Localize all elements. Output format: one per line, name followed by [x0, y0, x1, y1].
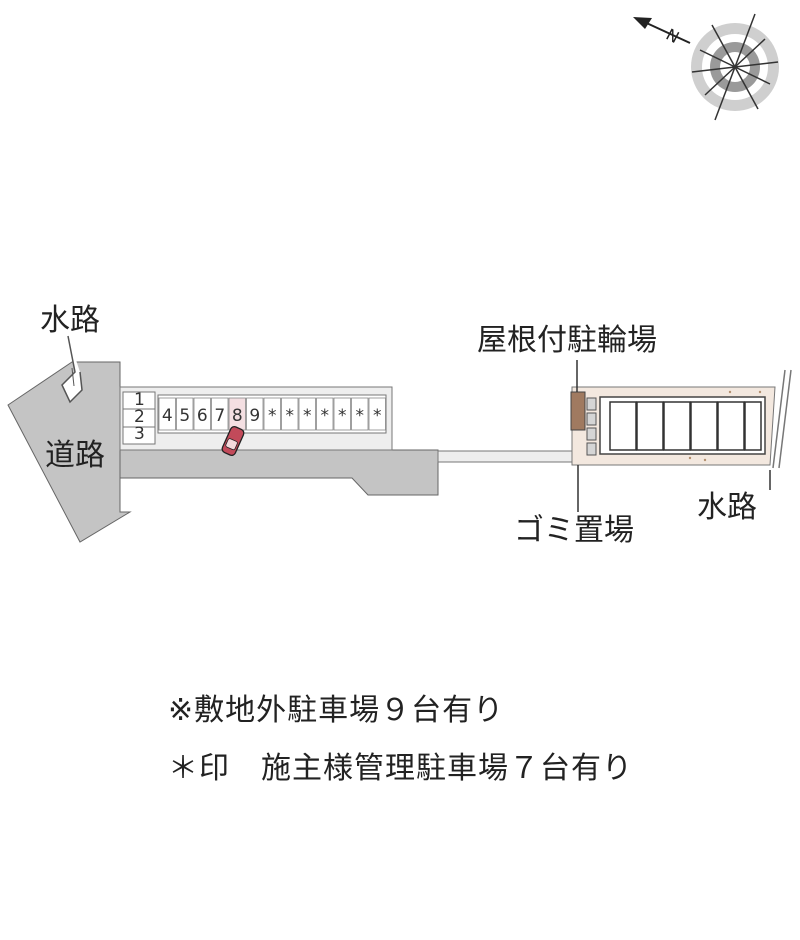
parking-slot-label: 2 — [134, 407, 145, 427]
car-icon — [221, 425, 245, 457]
label-waterway-top: 水路 — [40, 303, 100, 338]
parking-slot — [246, 397, 264, 431]
garbage-bins — [586, 397, 597, 456]
parking-slot-label: 6 — [197, 406, 208, 426]
parking-slot — [263, 397, 281, 431]
parking-slot — [316, 397, 334, 431]
compass: N — [633, 13, 779, 121]
label-bike-parking: 屋根付駐輪場 — [477, 323, 657, 358]
leader-lines — [576, 360, 771, 512]
parking-slot-label: * — [286, 406, 295, 426]
parking-slot-label: * — [268, 406, 277, 426]
parking-slot-label: * — [321, 406, 330, 426]
parking-slot-label: * — [338, 406, 347, 426]
parking-slot-label: 5 — [179, 406, 190, 426]
parking-slot — [351, 397, 369, 431]
building-area — [570, 386, 776, 466]
parking-slot-label: 3 — [134, 424, 145, 444]
waterway-left — [61, 335, 83, 404]
parking-slot — [158, 397, 176, 431]
parking-slot-label: * — [373, 406, 382, 426]
parking-slot — [368, 397, 386, 431]
parking-slot-label: 9 — [249, 406, 260, 426]
parking-slot-label: 7 — [214, 406, 225, 426]
road-area — [7, 361, 573, 543]
label-waterway-right: 水路 — [697, 490, 757, 525]
parking-slot-label: * — [303, 406, 312, 426]
north-label: N — [663, 25, 682, 47]
site-specks — [688, 390, 762, 462]
parking-slot-label: * — [356, 406, 365, 426]
parking-slot — [298, 397, 316, 431]
waterway-right — [772, 369, 792, 469]
parking-slot-label: 1 — [134, 390, 145, 410]
parking-slot-label: 8 — [232, 406, 243, 426]
note-managed-parking: ＊印 施主様管理駐車場７台有り — [168, 751, 633, 786]
note-offsite-parking: ※敷地外駐車場９台有り — [168, 693, 505, 728]
north-arrow-icon — [633, 17, 691, 44]
parking-slot — [211, 397, 229, 431]
parking-slot — [176, 397, 194, 431]
bike-shed — [570, 391, 586, 431]
parking-slot — [333, 397, 351, 431]
label-garbage: ゴミ置場 — [514, 513, 634, 548]
parking-left-column: 123 — [134, 390, 145, 444]
apartment-units — [609, 401, 762, 451]
parking-slot — [193, 397, 211, 431]
parking-slot-label: 4 — [162, 406, 173, 426]
parking-slot — [281, 397, 299, 431]
apartment-building — [599, 396, 766, 455]
label-road: 道路 — [45, 438, 105, 473]
compass-rose-icon — [691, 13, 779, 121]
